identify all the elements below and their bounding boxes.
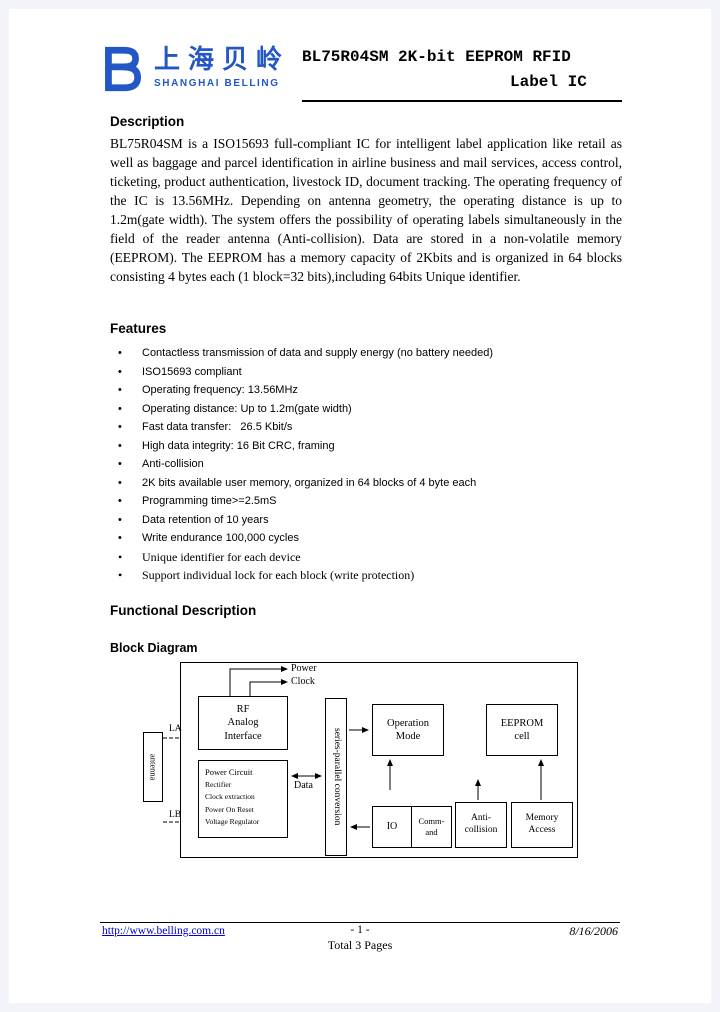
antenna-label: antenna xyxy=(148,753,159,781)
feature-item: Programming time>=2.5mS xyxy=(112,492,614,511)
diagram-outer-box xyxy=(180,662,578,858)
feature-item: Data retention of 10 years xyxy=(112,511,614,530)
command-box: Comm- and xyxy=(411,806,452,848)
rf-analog-interface-box: RF Analog Interface xyxy=(198,696,288,750)
feature-item: Support individual lock for each block (… xyxy=(112,566,614,585)
features-heading: Features xyxy=(110,321,167,336)
feature-item: Contactless transmission of data and sup… xyxy=(112,344,614,363)
power-circuit-box: Power Circuit Rectifier Clock extraction… xyxy=(198,760,288,838)
io-box: IO xyxy=(372,806,412,848)
feature-item: Anti-collision xyxy=(112,455,614,474)
anti-collision-box: Anti- collision xyxy=(455,802,507,848)
description-body: BL75R04SM is a ISO15693 full-compliant I… xyxy=(110,136,622,284)
logo-text: 上海贝岭 SHANGHAI BELLING xyxy=(154,44,290,89)
belling-logo-icon xyxy=(98,44,146,99)
logo: 上海贝岭 SHANGHAI BELLING xyxy=(98,44,290,99)
functional-description-heading: Functional Description xyxy=(110,603,257,618)
feature-item: High data integrity: 16 Bit CRC, framing xyxy=(112,437,614,456)
antenna-box: antenna xyxy=(143,732,163,802)
data-label: Data xyxy=(294,780,313,791)
feature-item: Operating frequency: 13.56MHz xyxy=(112,381,614,400)
la-label: LA xyxy=(169,724,182,734)
lb-label: LB xyxy=(169,810,182,820)
total-pages: Total 3 Pages xyxy=(327,938,393,952)
block-diagram: antenna LA LB RF Analog Interface Power … xyxy=(140,660,585,865)
doc-title-line1: BL75R04SM 2K-bit EEPROM RFID xyxy=(302,48,571,66)
serial-parallel-conversion-box: series-parallel conversion xyxy=(325,698,347,856)
block-diagram-heading: Block Diagram xyxy=(110,641,198,655)
doc-title-line2: Label IC xyxy=(510,73,587,91)
footer-date: 8/16/2006 xyxy=(569,924,618,938)
feature-item: Operating distance: Up to 1.2m(gate widt… xyxy=(112,400,614,419)
feature-item: Unique identifier for each device xyxy=(112,548,614,567)
feature-item: ISO15693 compliant xyxy=(112,363,614,382)
footer-link[interactable]: http://www.belling.com.cn xyxy=(102,925,225,937)
logo-english: SHANGHAI BELLING xyxy=(154,78,280,89)
doc-title: BL75R04SM 2K-bit EEPROM RFID Label IC xyxy=(302,48,622,102)
feature-item: Write endurance 100,000 cycles xyxy=(112,529,614,548)
footer-divider xyxy=(100,922,620,923)
features-list: Contactless transmission of data and sup… xyxy=(112,344,614,585)
eeprom-cell-box: EEPROM cell xyxy=(486,704,558,756)
page-number: - 1 - xyxy=(350,924,370,936)
logo-chinese: 上海贝岭 xyxy=(154,44,291,74)
operation-mode-box: Operation Mode xyxy=(372,704,444,756)
description-heading: Description xyxy=(110,114,185,129)
feature-item: 2K bits available user memory, organized… xyxy=(112,474,614,493)
memory-access-box: Memory Access xyxy=(511,802,573,848)
power-label: Power xyxy=(291,663,317,674)
feature-item: Fast data transfer: 26.5 Kbit/s xyxy=(112,418,614,437)
clock-label: Clock xyxy=(291,676,315,687)
